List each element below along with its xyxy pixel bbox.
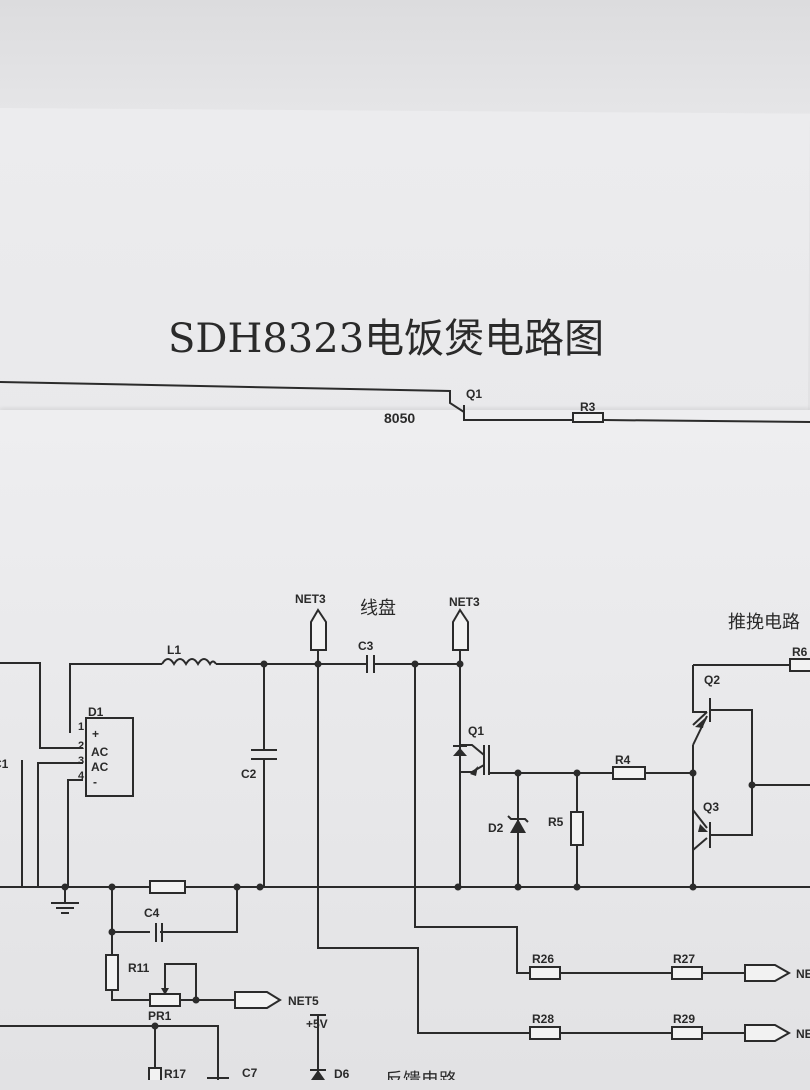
pin-minus: -	[93, 775, 97, 789]
label-d2: D2	[488, 821, 504, 835]
label-q2: Q2	[704, 673, 720, 687]
igbt-q1	[453, 744, 490, 776]
wires	[0, 650, 810, 1080]
potentiometer-pr1	[149, 988, 181, 1007]
capacitor-c4	[155, 923, 163, 942]
label-q1-upper: Q1	[466, 387, 482, 401]
bridge-rectifier-d1: D1 1 2 3 4 + AC AC -	[78, 705, 134, 797]
resistor-r28	[529, 1026, 561, 1040]
net5-port	[234, 991, 282, 1009]
label-pr1: PR1	[148, 1009, 172, 1023]
label-r27: R27	[673, 952, 695, 966]
label-r17: R17	[164, 1067, 186, 1080]
label-r6: R6	[792, 645, 808, 659]
label-feedback: 反馈电路	[385, 1070, 457, 1080]
label-c2: C2	[241, 767, 257, 781]
label-r3: R3	[580, 400, 596, 414]
label-q3: Q3	[703, 800, 719, 814]
label-c7: C7	[242, 1066, 258, 1080]
resistor-r6	[789, 658, 810, 672]
label-d6: D6	[334, 1067, 350, 1080]
label-l1: L1	[167, 643, 181, 657]
label-net-r29: NE	[796, 1027, 810, 1041]
resistor-unlabeled	[149, 880, 186, 894]
net3-right-port	[452, 608, 469, 651]
background-paper-sheet	[0, 0, 810, 120]
pin-4: 4	[78, 770, 85, 782]
pin-ac1: AC	[91, 745, 109, 759]
junction-dots	[61, 660, 756, 1030]
page-title: SDH8323电饭煲电路图	[168, 316, 604, 362]
pin-1: 1	[78, 721, 84, 733]
label-c4: C4	[144, 906, 160, 920]
resistor-r11	[105, 954, 119, 991]
label-r11: R11	[128, 961, 150, 975]
ground-icon	[51, 887, 79, 914]
net-port-r29	[744, 1024, 792, 1042]
label-r29: R29	[673, 1012, 695, 1026]
inductor-l1	[161, 658, 217, 666]
label-coil: 线盘	[360, 598, 396, 619]
label-c3: C3	[358, 639, 374, 653]
resistor-r4	[612, 766, 646, 780]
pin-ac2: AC	[91, 760, 109, 774]
capacitor-c3	[366, 655, 375, 673]
zener-diode-d2	[507, 815, 529, 833]
label-d1: D1	[88, 705, 104, 719]
transistor-q3	[692, 773, 711, 851]
capacitor-c2	[251, 749, 277, 760]
label-q1: Q1	[468, 724, 484, 738]
label-r28: R28	[532, 1012, 554, 1026]
resistor-r29	[671, 1026, 703, 1040]
label-r4: R4	[615, 753, 631, 767]
resistor-r3	[572, 412, 604, 423]
label-8050: 8050	[384, 410, 415, 426]
net-port-r27	[744, 964, 792, 982]
resistor-r26	[529, 966, 561, 980]
label-r26: R26	[532, 952, 554, 966]
label-net5: NET5	[288, 994, 319, 1008]
label-net-r27: NE	[796, 967, 810, 981]
pin-2: 2	[78, 740, 84, 752]
net3-left-port	[310, 608, 327, 651]
label-plus-5v: +5V	[306, 1017, 328, 1031]
label-r5: R5	[548, 815, 564, 829]
diode-d6	[310, 1069, 326, 1080]
label-net3-left: NET3	[295, 592, 326, 606]
resistor-r17	[148, 1067, 162, 1080]
upper-sheet-fragment: Q1 R3 8050	[0, 381, 810, 426]
resistor-r5	[570, 811, 584, 846]
pin-3: 3	[78, 755, 84, 767]
label-c1: C1	[0, 757, 9, 771]
label-push-pull: 推挽电路	[728, 612, 800, 633]
label-net3-right: NET3	[449, 595, 480, 609]
resistor-r27	[671, 966, 703, 980]
pin-plus: +	[92, 727, 99, 741]
transistor-q2	[692, 698, 711, 746]
